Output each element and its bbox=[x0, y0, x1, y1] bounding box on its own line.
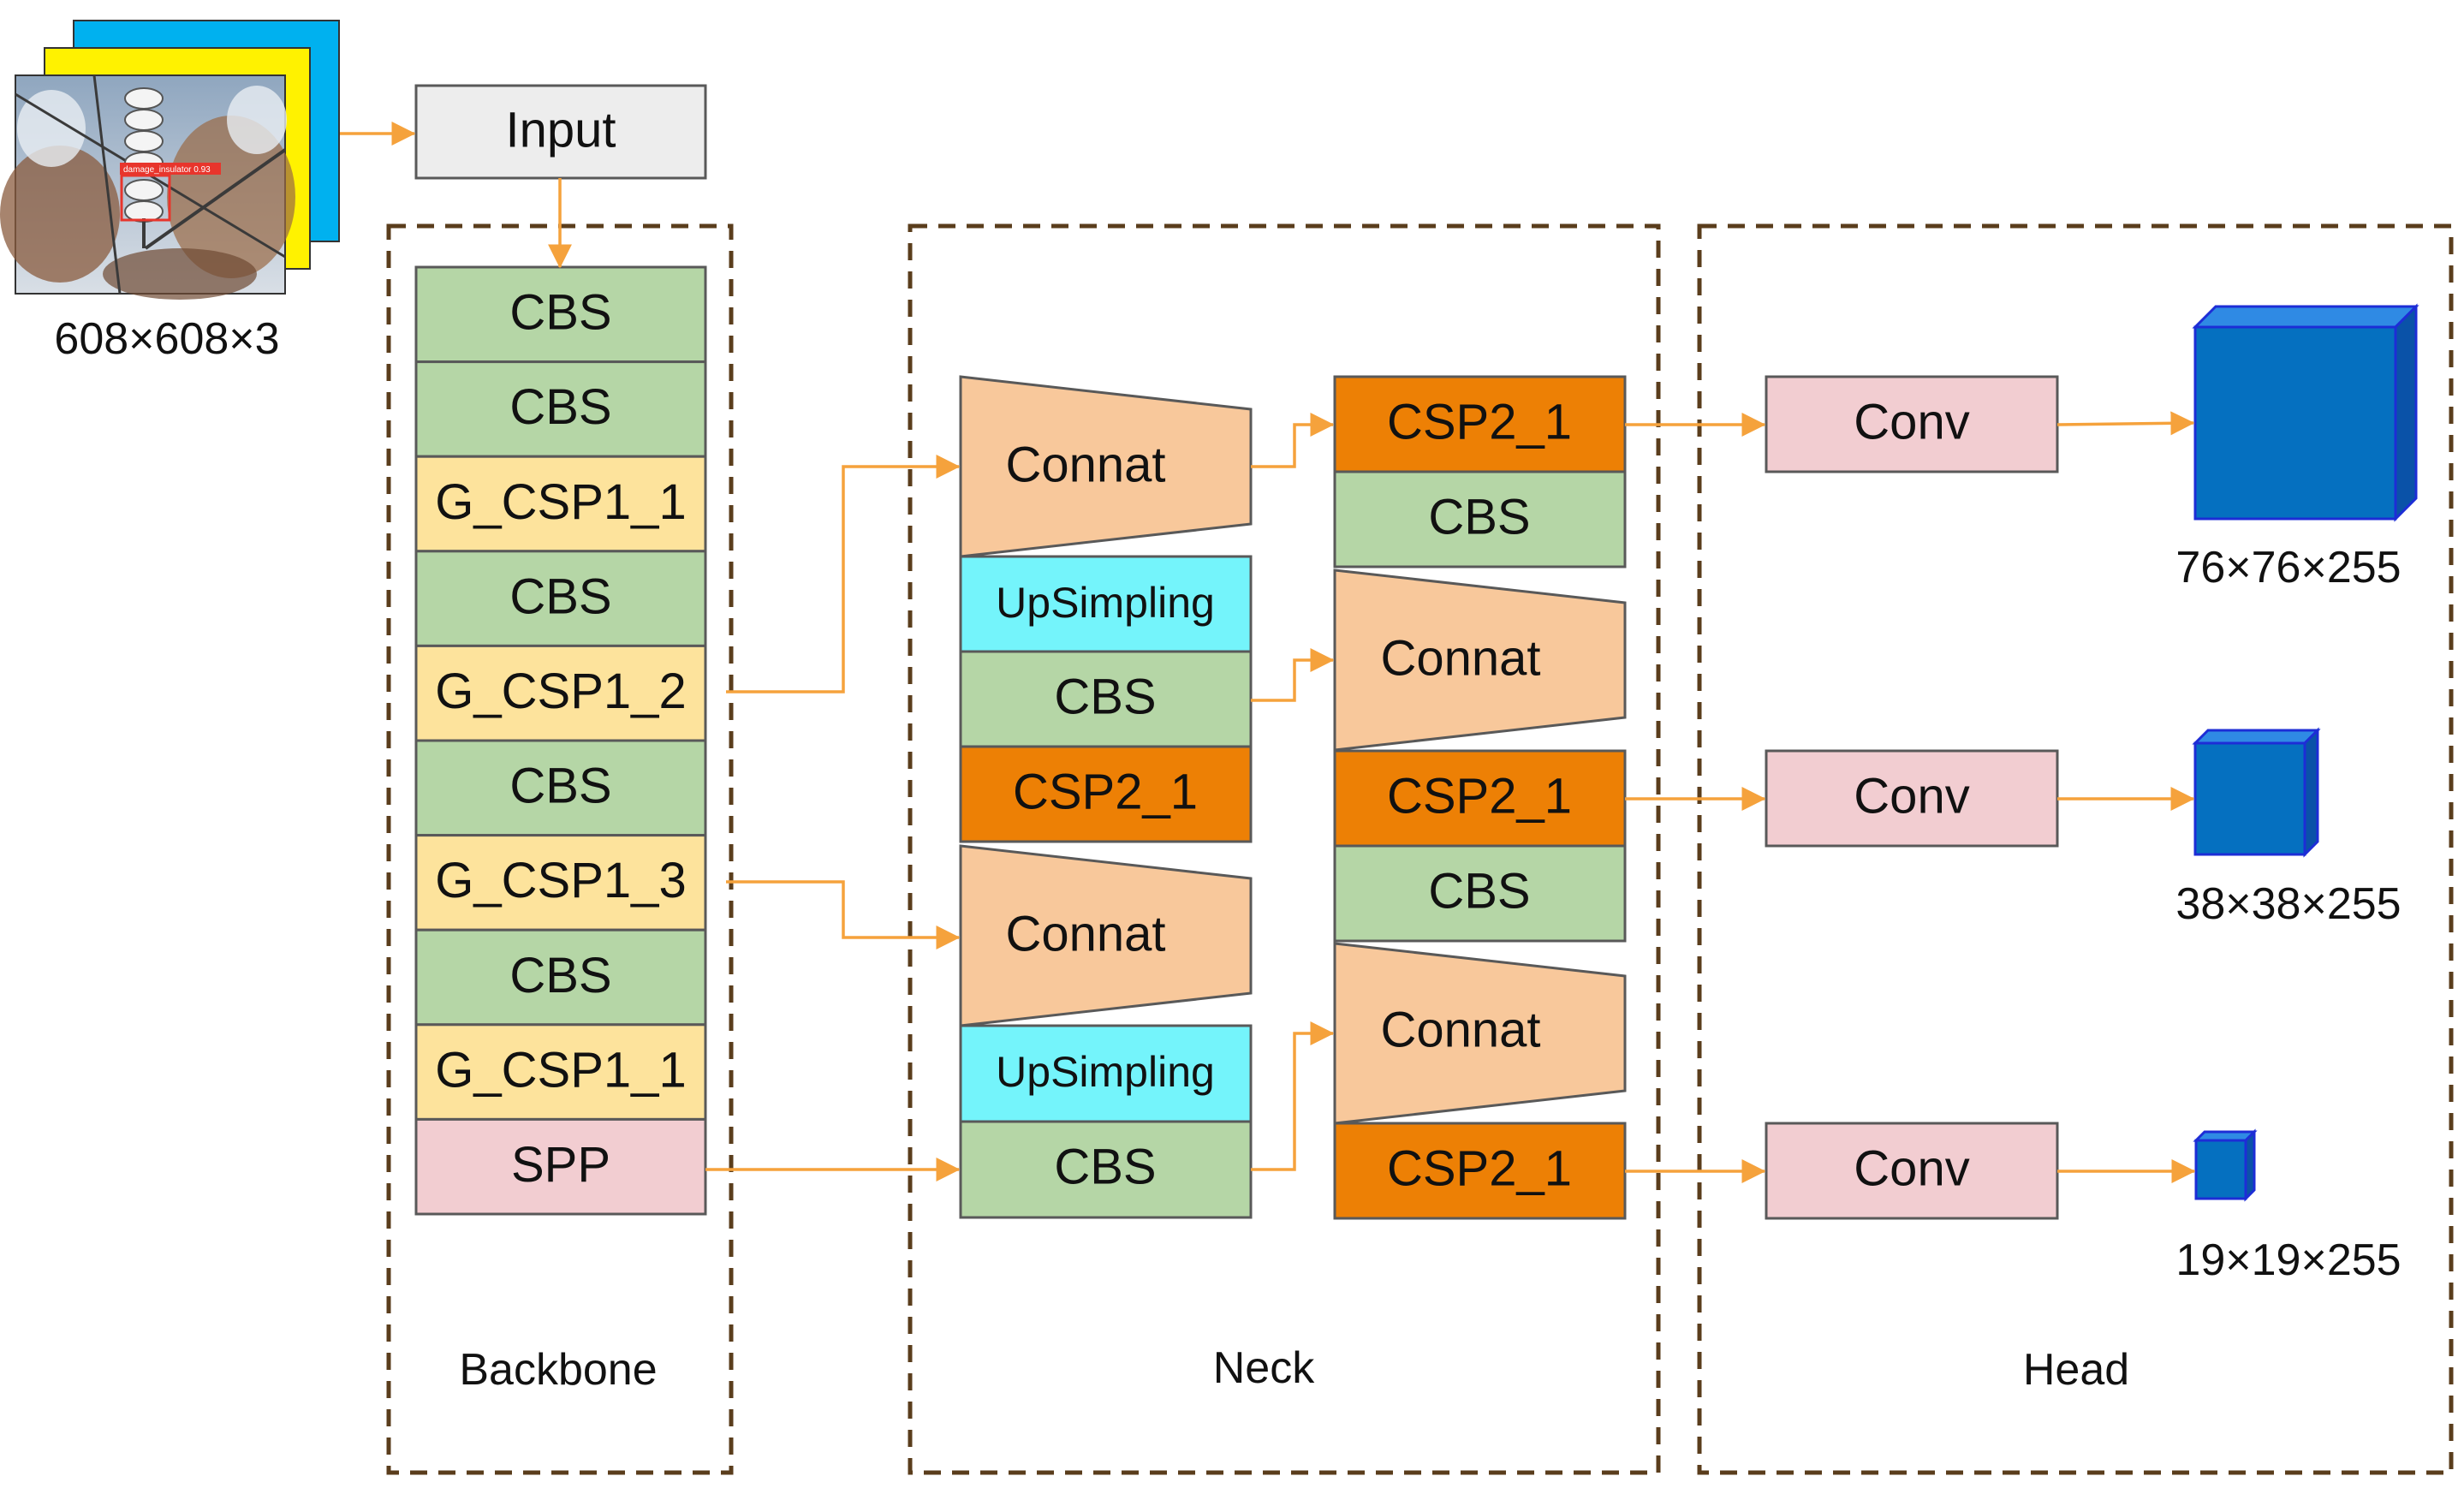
output-cube-large bbox=[2192, 303, 2419, 522]
backbone-block-10 bbox=[414, 1117, 707, 1216]
csp2-label: CSP2_1 bbox=[1387, 768, 1572, 824]
head-title: Head bbox=[2023, 1345, 2129, 1395]
arrow-conv-to-output bbox=[2056, 411, 2195, 436]
cbs-label: CBS bbox=[1428, 863, 1530, 919]
backbone-block-label-2: CBS bbox=[509, 379, 611, 435]
arrow-cbs-to-connat-bottom bbox=[1251, 1021, 1335, 1171]
cbs-block bbox=[1333, 470, 1627, 568]
connat-block bbox=[1333, 568, 1627, 752]
backbone-block-9 bbox=[414, 1023, 707, 1121]
backbone-block-3 bbox=[414, 455, 707, 553]
output-cube-small bbox=[2193, 1128, 2258, 1202]
conv-label: Conv bbox=[1854, 394, 1969, 449]
input-block-label: Input bbox=[506, 102, 616, 158]
csp2-label: CSP2_1 bbox=[1387, 1140, 1572, 1196]
head-frame bbox=[1697, 223, 2454, 1475]
connat-label: Connat bbox=[1005, 906, 1165, 961]
backbone-block-label-1: CBS bbox=[509, 285, 611, 341]
upsample-block bbox=[959, 555, 1253, 653]
backbone-block-4 bbox=[414, 550, 707, 647]
cube-front-face bbox=[2193, 741, 2306, 856]
neck-left-column: Connat UpSimpling CBS CSP2_1 Connat UpSi… bbox=[959, 375, 1253, 1219]
csp2-label: CSP2_1 bbox=[1013, 764, 1198, 819]
input-photo: damage_insulator 0.93 bbox=[0, 74, 295, 300]
backbone-stack: CBSCBSG_CSP1_1CBSG_CSP1_2CBSG_CSP1_3CBSG… bbox=[414, 265, 707, 1216]
backbone-block-label-8: CBS bbox=[509, 948, 611, 1003]
cbs-block bbox=[1333, 844, 1627, 943]
conv-block bbox=[1765, 1122, 2059, 1220]
connat-block bbox=[1333, 942, 1627, 1125]
input-image-stack: damage_insulator 0.93 608×608×3 bbox=[0, 20, 340, 364]
cube-front-face bbox=[2193, 325, 2397, 521]
backbone-block-label-9: G_CSP1_1 bbox=[435, 1042, 686, 1098]
connat-label: Connat bbox=[1005, 437, 1165, 492]
cube-side-face bbox=[2394, 303, 2418, 522]
csp2-block bbox=[1333, 749, 1627, 848]
output-cube-medium bbox=[2192, 727, 2321, 858]
connat-block bbox=[959, 375, 1253, 558]
arrow-connat-to-csp2 bbox=[1251, 413, 1335, 468]
arrow-gcsp13-to-connat bbox=[726, 880, 961, 949]
connat-label: Connat bbox=[1380, 1002, 1540, 1057]
arrow-cbs-to-connat bbox=[1251, 648, 1335, 702]
connat-block bbox=[959, 844, 1253, 1027]
backbone-block-label-10: SPP bbox=[511, 1137, 610, 1193]
upsample-label: UpSimpling bbox=[996, 1048, 1215, 1096]
backbone-block-label-4: CBS bbox=[509, 568, 611, 624]
neck-right-column: CSP2_1 CBS Connat CSP2_1 CBS Connat CSP2… bbox=[1333, 375, 1627, 1220]
cbs-label: CBS bbox=[1054, 669, 1156, 724]
backbone-block-5 bbox=[414, 644, 707, 742]
backbone-block-6 bbox=[414, 739, 707, 837]
connat-label: Connat bbox=[1380, 630, 1540, 686]
neck-title: Neck bbox=[1213, 1343, 1315, 1393]
conv-label: Conv bbox=[1854, 768, 1969, 824]
csp2-block bbox=[1333, 1122, 1627, 1220]
output-size-label: 38×38×255 bbox=[2175, 879, 2401, 929]
cube-front-face bbox=[2194, 1139, 2247, 1200]
conv-label: Conv bbox=[1854, 1140, 1969, 1196]
backbone-block-label-7: G_CSP1_3 bbox=[435, 853, 686, 908]
cbs-block bbox=[959, 650, 1253, 748]
flow-arrows bbox=[340, 122, 2196, 1183]
cbs-label: CBS bbox=[1054, 1139, 1156, 1194]
cbs-label: CBS bbox=[1428, 489, 1530, 545]
detection-box bbox=[120, 174, 171, 222]
csp2-block bbox=[959, 745, 1253, 843]
upsample-label: UpSimpling bbox=[996, 579, 1215, 627]
cube-top-face bbox=[2192, 305, 2419, 329]
neck-frame bbox=[908, 223, 1661, 1475]
cbs-block bbox=[959, 1120, 1253, 1219]
backbone-block-8 bbox=[414, 928, 707, 1027]
backbone-block-label-3: G_CSP1_1 bbox=[435, 474, 686, 530]
csp2-label: CSP2_1 bbox=[1387, 394, 1572, 449]
input-size-label: 608×608×3 bbox=[54, 314, 279, 364]
detection-label: damage_insulator 0.93 bbox=[123, 165, 211, 175]
backbone-block-label-5: G_CSP1_2 bbox=[435, 664, 686, 719]
output-size-label: 19×19×255 bbox=[2175, 1235, 2401, 1285]
cube-top-face bbox=[2192, 729, 2321, 745]
backbone-block-label-6: CBS bbox=[509, 759, 611, 814]
backbone-block-2 bbox=[414, 360, 707, 458]
head-convs: Conv Conv Conv bbox=[1765, 375, 2059, 1220]
output-size-label: 76×76×255 bbox=[2175, 543, 2401, 592]
arrow-gcsp12-to-connat bbox=[726, 455, 961, 693]
backbone-block-7 bbox=[414, 834, 707, 932]
cube-side-face bbox=[2303, 727, 2319, 858]
backbone-title: Backbone bbox=[459, 1345, 657, 1395]
